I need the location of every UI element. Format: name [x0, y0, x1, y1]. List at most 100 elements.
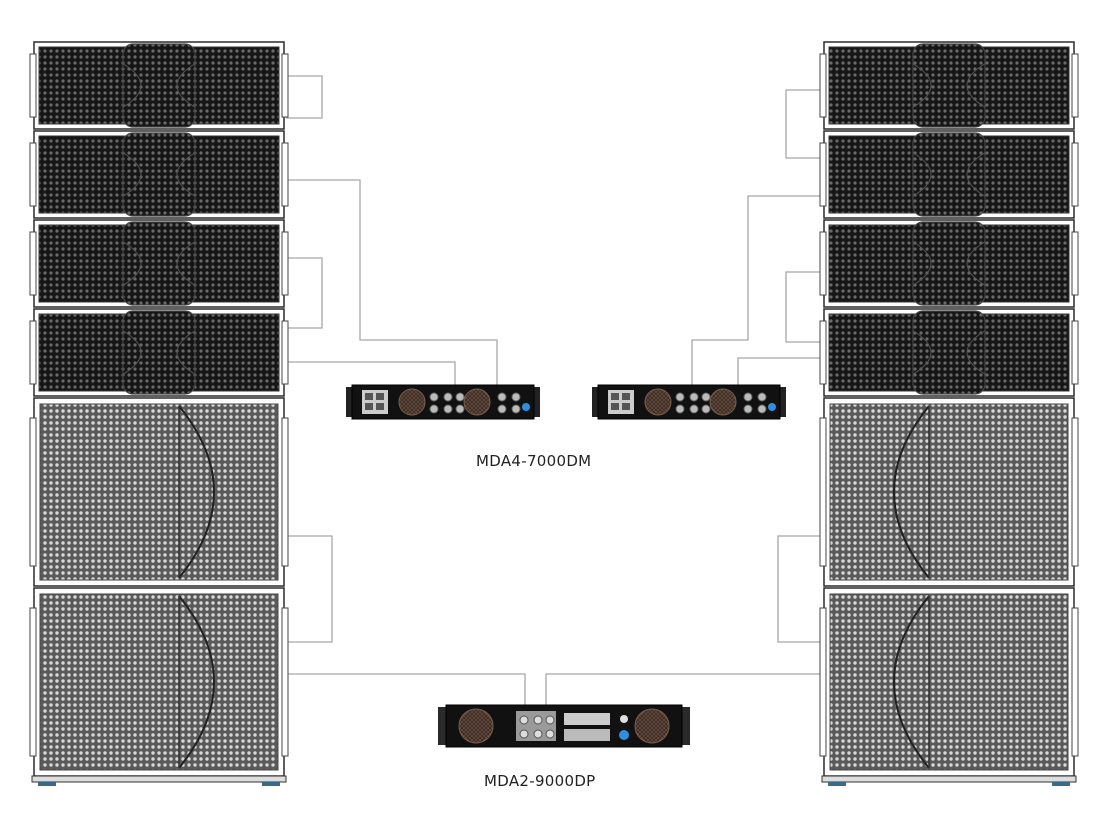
horn-edge [912, 152, 932, 197]
horn-edge [912, 330, 932, 375]
rigging-bracket [1071, 231, 1079, 296]
speaker-cable [286, 257, 323, 329]
stack-foot [1052, 782, 1070, 786]
speakon-output [757, 392, 767, 402]
handle [29, 417, 37, 567]
sub-grille [829, 593, 1069, 771]
line-array-module [819, 219, 1079, 308]
speakon-output [675, 404, 685, 414]
rigging-bracket [29, 320, 37, 385]
baffle-curve [893, 405, 930, 579]
speakon-output [511, 404, 521, 414]
speaker-cable [286, 179, 498, 397]
horn-edge [966, 152, 986, 197]
rigging-bracket [29, 142, 37, 207]
speakon-output [689, 392, 699, 402]
speakon-output [519, 729, 529, 739]
speaker-cables [286, 75, 822, 718]
horn-edge [912, 63, 932, 108]
rigging-bracket [819, 320, 827, 385]
fan [709, 388, 737, 416]
amplifier-4ch-right [592, 384, 786, 420]
rigging-bracket [281, 231, 289, 296]
horn-edge [966, 330, 986, 375]
speaker-cable [785, 89, 822, 159]
horn [122, 310, 196, 395]
speakon-output [533, 715, 543, 725]
speakon-output [455, 392, 465, 402]
speakon-output [701, 392, 711, 402]
fan [458, 708, 494, 744]
rigging-bracket [281, 142, 289, 207]
subwoofer-cabinet [29, 587, 289, 777]
handle [1071, 607, 1079, 757]
fan [634, 708, 670, 744]
xlr-jack [611, 403, 619, 410]
speaker-cable [286, 673, 526, 718]
rigging-bracket [281, 53, 289, 118]
horn [122, 221, 196, 306]
xlr-jack [611, 393, 619, 400]
stack-foot [262, 782, 280, 786]
rigging-bracket [1071, 53, 1079, 118]
line-array-module [819, 130, 1079, 219]
power-knob [768, 403, 776, 411]
right-speaker-stack [819, 41, 1079, 786]
xlr-jack [622, 403, 630, 410]
handle [29, 607, 37, 757]
handle [281, 417, 289, 567]
speakon-output [743, 404, 753, 414]
horn [912, 132, 986, 217]
speakon-output [701, 404, 711, 414]
speakon-output [511, 392, 521, 402]
horn-edge [122, 63, 142, 108]
baffle-curve [178, 595, 215, 769]
speaker-cable [286, 535, 333, 643]
subwoofer-cabinet [29, 397, 289, 587]
horn-edge [176, 63, 196, 108]
rigging-bracket [29, 53, 37, 118]
subwoofer-cabinet [819, 587, 1079, 777]
subwoofer-cabinet [819, 397, 1079, 587]
speakon-output [675, 392, 685, 402]
amplifier-2ch-model-label: MDA2-9000DP [484, 772, 596, 790]
amplifier-4ch-left [346, 384, 540, 420]
stack-base [31, 775, 287, 783]
horn-edge [176, 241, 196, 286]
fan [398, 388, 426, 416]
handle [1071, 417, 1079, 567]
stack-base [821, 775, 1077, 783]
line-array-module [819, 41, 1079, 130]
horn-edge [122, 330, 142, 375]
handle [819, 607, 827, 757]
xlr-jack [365, 393, 373, 400]
horn-edge [912, 241, 932, 286]
sub-grille [39, 593, 279, 771]
amplifier-2ch [438, 704, 690, 748]
speakon-output [455, 404, 465, 414]
speakon-output [545, 715, 555, 725]
speakon-output [429, 404, 439, 414]
rigging-bracket [281, 320, 289, 385]
baffle-curve [893, 595, 930, 769]
speakon-output [757, 404, 767, 414]
horn [122, 43, 196, 128]
sub-grille [829, 403, 1069, 581]
speaker-cable [785, 271, 822, 343]
xlr-jack [376, 403, 384, 410]
speaker-cable [691, 195, 822, 397]
horn-edge [122, 152, 142, 197]
speaker-cable [545, 673, 822, 718]
xlr-jack [622, 393, 630, 400]
speaker-cable [286, 75, 323, 119]
line-array-module [29, 41, 289, 130]
sub-grille [39, 403, 279, 581]
horn [912, 221, 986, 306]
rigging-bracket [1071, 142, 1079, 207]
fan [644, 388, 672, 416]
power-knob [619, 730, 629, 740]
switch [620, 715, 628, 723]
horn [122, 132, 196, 217]
horn-edge [966, 241, 986, 286]
